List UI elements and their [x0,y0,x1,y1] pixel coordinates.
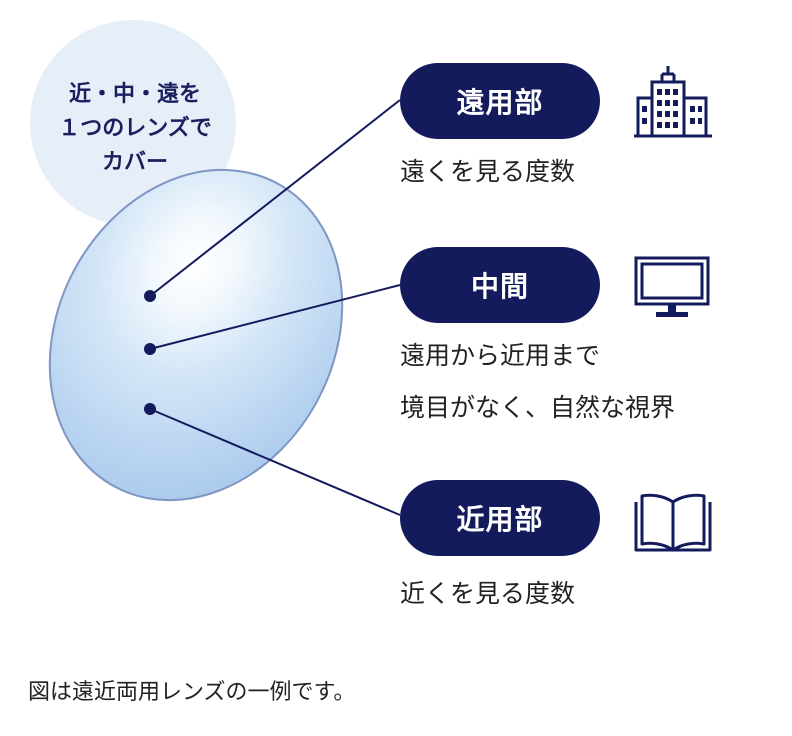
middle-zone-desc-2: 境目がなく、自然な視界 [400,393,676,422]
book-icon [634,493,712,552]
connector-middle [149,284,401,350]
far-zone-desc: 遠くを見る度数 [400,157,576,186]
bubble-line-1: 近・中・遠を [68,82,201,107]
bubble-text: 近・中・遠を １つのレンズで カバー [36,78,234,180]
middle-zone-desc-1: 遠用から近用まで [400,341,601,370]
connector-far [149,99,401,297]
building-icon [634,66,712,138]
bubble-line-3: カバー [101,150,168,175]
dot-middle [144,343,156,355]
middle-zone-label: 中間 [400,247,600,323]
monitor-icon [634,256,710,317]
dot-near [144,403,156,415]
near-zone-label: 近用部 [400,480,600,556]
far-zone-label: 遠用部 [400,63,600,139]
connector-near [149,408,401,516]
bubble-line-2: １つのレンズで [58,116,212,141]
dot-far [144,290,156,302]
contact-lens [48,168,344,502]
footnote-caption: 図は遠近両用レンズの一例です。 [28,680,356,705]
near-zone-desc: 近くを見る度数 [400,579,576,608]
